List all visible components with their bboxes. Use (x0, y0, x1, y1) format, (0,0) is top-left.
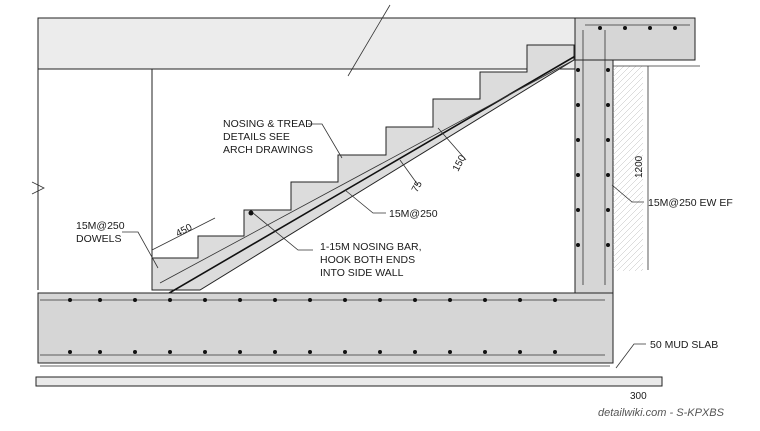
mud-slab (35, 376, 663, 387)
leader-mud-slab (615, 343, 646, 369)
wall-top-slab (574, 17, 696, 61)
dim-waist: 150 (451, 153, 469, 173)
label-nosing-tread-1: NOSING & TREAD (223, 118, 313, 130)
dim-tread: 450 (174, 222, 194, 240)
stair-rebar-inner (159, 53, 586, 284)
nosing-bar (248, 210, 254, 216)
dim-line-cover (399, 159, 419, 186)
dim-line-waist (437, 127, 467, 161)
stair-body (151, 44, 575, 291)
rebar-dots (68, 26, 677, 354)
leader-wall-rebar (611, 184, 644, 203)
label-wall-rebar: 15M@250 EW EF (648, 197, 733, 209)
dim-height: 1200 (634, 155, 645, 178)
dim-line-tread (151, 217, 216, 251)
soil-hatch (613, 66, 643, 271)
dim-partial: 300 (630, 391, 647, 402)
base-slab (37, 292, 614, 364)
label-mud-slab: 50 MUD SLAB (650, 339, 718, 351)
dim-cover: 75 (410, 179, 425, 194)
label-nosing-tread-3: ARCH DRAWINGS (223, 144, 313, 156)
label-stair-rebar: 15M@250 (389, 208, 438, 220)
leader-nosing-tread (308, 123, 343, 159)
label-nosing-tread-2: DETAILS SEE (223, 131, 290, 143)
leader-stair-rebar (344, 189, 386, 214)
watermark: detailwiki.com - S-KPXBS (598, 407, 725, 419)
label-nosing-bar-1: 1-15M NOSING BAR, (320, 241, 422, 253)
leader-top (347, 4, 391, 77)
leader-nosing-bar (252, 212, 313, 251)
label-nosing-bar-2: HOOK BOTH ENDS (320, 254, 415, 266)
leader-dowels (122, 231, 159, 269)
break-mark (31, 181, 45, 195)
upper-slab (37, 17, 576, 70)
label-nosing-bar-3: INTO SIDE WALL (320, 267, 404, 279)
label-dowels-1: 15M@250 (76, 220, 125, 232)
label-dowels-2: DOWELS (76, 233, 122, 245)
